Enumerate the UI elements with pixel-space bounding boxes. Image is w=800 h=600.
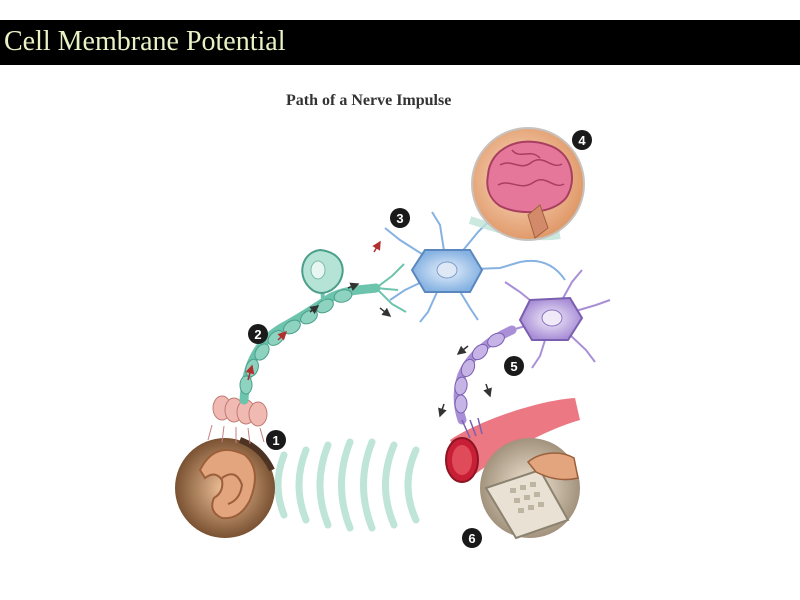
figure-title: Path of a Nerve Impulse	[286, 92, 452, 109]
svg-text:2: 2	[254, 327, 261, 342]
motor-neuron-icon	[453, 269, 611, 425]
interneuron-icon	[384, 211, 566, 323]
ear-icon	[175, 437, 275, 538]
muscle-icon	[445, 398, 580, 483]
step-badge-4: 4	[572, 130, 592, 150]
step-badge-6: 6	[462, 528, 482, 548]
title-bar: Cell Membrane Potential	[0, 20, 800, 65]
svg-text:6: 6	[468, 531, 475, 546]
step-badge-2: 2	[248, 324, 268, 344]
svg-text:3: 3	[396, 211, 403, 226]
step-badge-5: 5	[504, 356, 524, 376]
sensory-neuron-icon	[239, 248, 407, 405]
impulse-arrows	[245, 240, 492, 418]
brain-icon	[468, 127, 585, 241]
svg-text:4: 4	[578, 133, 586, 148]
sound-waves	[274, 438, 420, 532]
step-badge-3: 3	[390, 208, 410, 228]
slide-title: Cell Membrane Potential	[4, 26, 286, 57]
receptor-icon	[207, 395, 268, 445]
svg-text:5: 5	[510, 359, 517, 374]
svg-text:1: 1	[272, 433, 279, 448]
step-badge-1: 1	[266, 430, 286, 450]
hand-phone-icon	[480, 438, 580, 540]
